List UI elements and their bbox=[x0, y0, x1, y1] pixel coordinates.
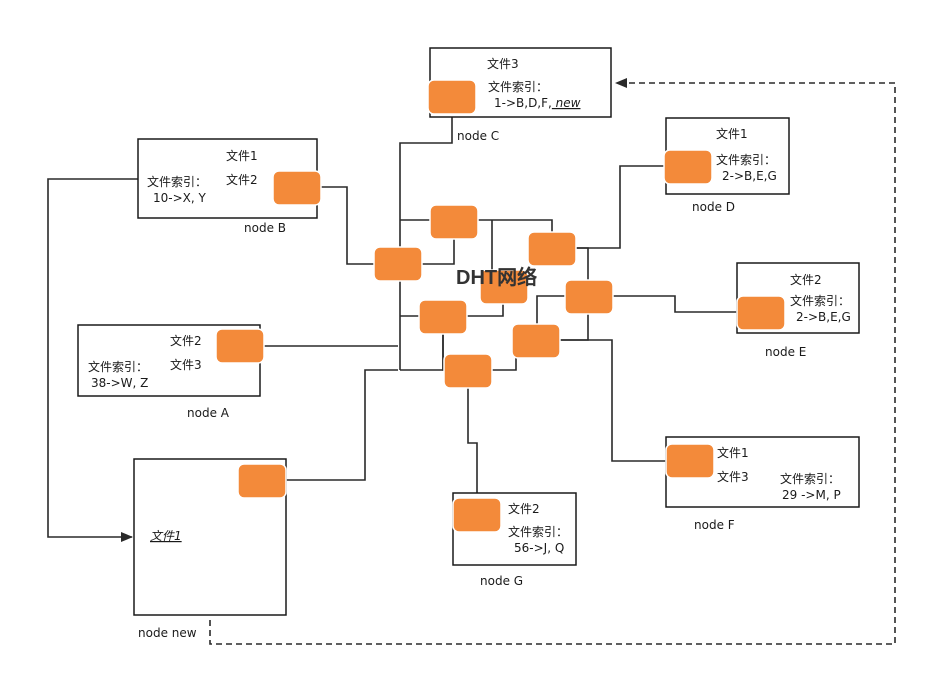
download-arrow bbox=[47, 178, 138, 542]
publish-arrow bbox=[209, 78, 896, 645]
network-title: DHT网络 bbox=[456, 265, 537, 289]
node-g-index-value: 56->J, Q bbox=[514, 541, 564, 555]
node-c-index-value: 1->B,D,F, new bbox=[494, 96, 581, 110]
node-d-chip bbox=[663, 149, 713, 185]
peer-chip bbox=[418, 299, 468, 335]
node-b-index-label: 文件索引： bbox=[147, 174, 207, 189]
node-f-name: node F bbox=[694, 518, 735, 532]
node-e-index-label: 文件索引： bbox=[790, 293, 850, 308]
node-a-chip bbox=[215, 328, 265, 364]
node-b-chip bbox=[272, 170, 322, 206]
node-d-name: node D bbox=[692, 200, 735, 214]
node-g-file: 文件2 bbox=[508, 501, 540, 516]
node-a-index-value: 38->W, Z bbox=[91, 376, 148, 390]
peer-chip bbox=[443, 353, 493, 389]
node-g-name: node G bbox=[480, 574, 523, 588]
node-c-chip bbox=[427, 79, 477, 115]
node-e-chip bbox=[736, 295, 786, 331]
dht-peers bbox=[373, 204, 614, 389]
node-a-index-label: 文件索引： bbox=[88, 359, 148, 374]
node-new-file: 文件1 bbox=[150, 529, 182, 543]
node-b-name: node B bbox=[244, 221, 286, 235]
link-e bbox=[589, 295, 738, 313]
node-e-file: 文件2 bbox=[790, 272, 822, 287]
node-f-index-value: 29 ->M, P bbox=[782, 488, 841, 502]
node-c-name: node C bbox=[457, 129, 499, 143]
node-a-name: node A bbox=[187, 406, 230, 420]
node-new-chip bbox=[237, 463, 287, 499]
node-d-file: 文件1 bbox=[716, 126, 748, 141]
link-g bbox=[467, 370, 478, 496]
node-g-index-label: 文件索引： bbox=[508, 524, 568, 539]
link-new bbox=[286, 369, 398, 481]
node-e-index-value: 2->B,E,G bbox=[796, 310, 851, 324]
peer-chip bbox=[511, 323, 561, 359]
node-f-file-2: 文件3 bbox=[717, 469, 749, 484]
peer-chip bbox=[373, 246, 423, 282]
peer-chip bbox=[527, 231, 577, 267]
node-f-file-1: 文件1 bbox=[717, 445, 749, 460]
node-c-file: 文件3 bbox=[487, 56, 519, 71]
node-new-name: node new bbox=[138, 626, 197, 640]
node-b-file-2: 文件2 bbox=[226, 172, 258, 187]
peer-chip bbox=[429, 204, 479, 240]
node-b-file-1: 文件1 bbox=[226, 148, 258, 163]
node-d-index-value: 2->B,E,G bbox=[722, 169, 777, 183]
node-f-index-label: 文件索引： bbox=[780, 471, 840, 486]
node-a-file-1: 文件2 bbox=[170, 333, 202, 348]
link-b bbox=[320, 186, 398, 265]
node-f-chip bbox=[665, 443, 715, 479]
node-g-chip bbox=[452, 497, 502, 533]
peer-chip bbox=[479, 269, 529, 305]
node-e-name: node E bbox=[765, 345, 806, 359]
node-c-index-label: 文件索引： bbox=[488, 79, 548, 94]
node-b-index-value: 10->X, Y bbox=[153, 191, 207, 205]
node-a-file-2: 文件3 bbox=[170, 357, 202, 372]
node-d-index-label: 文件索引： bbox=[716, 152, 776, 167]
peer-chip bbox=[564, 279, 614, 315]
